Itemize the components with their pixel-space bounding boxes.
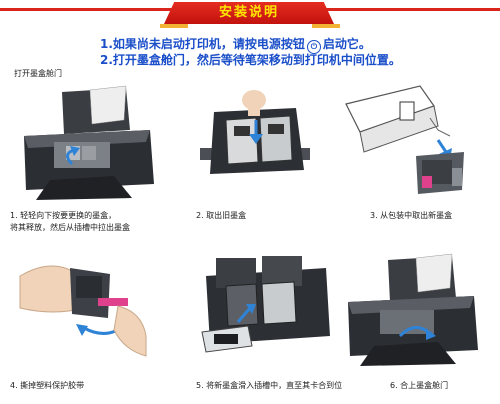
instruction-2-text: 2.打开墨盒舱门，然后等待笔架移动到打印机中间位置。	[100, 53, 401, 67]
step-6-caption: 6. 合上墨盒舱门	[390, 381, 449, 390]
step-3-illustration	[338, 80, 478, 200]
banner-accent-right	[312, 24, 340, 28]
section-label: 打开墨盒舱门	[14, 69, 62, 78]
step-6-illustration	[336, 246, 486, 366]
instruction-line-2: 2.打开墨盒舱门，然后等待笔架移动到打印机中间位置。	[100, 52, 460, 68]
instruction-1-text: 1.如果尚未启动打印机，请按电源按钮	[100, 37, 305, 51]
step-3-caption: 3. 从包装中取出新墨盒	[370, 211, 453, 220]
step-2-illustration	[196, 90, 314, 190]
power-icon: ⏻	[306, 40, 321, 54]
step-2-caption: 2. 取出旧墨盒	[196, 211, 247, 220]
banner-title: 安装说明	[218, 5, 279, 20]
step-5-caption: 5. 将新墨盒滑入插槽中，直至其卡合到位	[196, 381, 343, 390]
step-1-caption-line-1: 1. 轻轻向下按要更换的墨盒，	[10, 211, 117, 220]
step-1-caption: 1. 轻轻向下按要更换的墨盒， 将其释放，然后从插槽中拉出墨盒	[10, 210, 130, 234]
step-1-illustration	[14, 80, 164, 200]
banner-tab: 安装说明	[164, 2, 334, 24]
step-1-caption-line-2: 将其释放，然后从插槽中拉出墨盒	[10, 223, 130, 232]
banner: 安装说明	[0, 0, 500, 28]
instruction-line-1: 1.如果尚未启动打印机，请按电源按钮⏻启动它。	[100, 36, 460, 54]
step-4-illustration	[14, 246, 154, 366]
step-5-illustration	[196, 246, 336, 366]
step-4-caption: 4. 撕掉塑料保护胶带	[10, 381, 85, 390]
banner-accent-left	[160, 24, 188, 28]
instruction-1-suffix: 启动它。	[322, 37, 371, 51]
